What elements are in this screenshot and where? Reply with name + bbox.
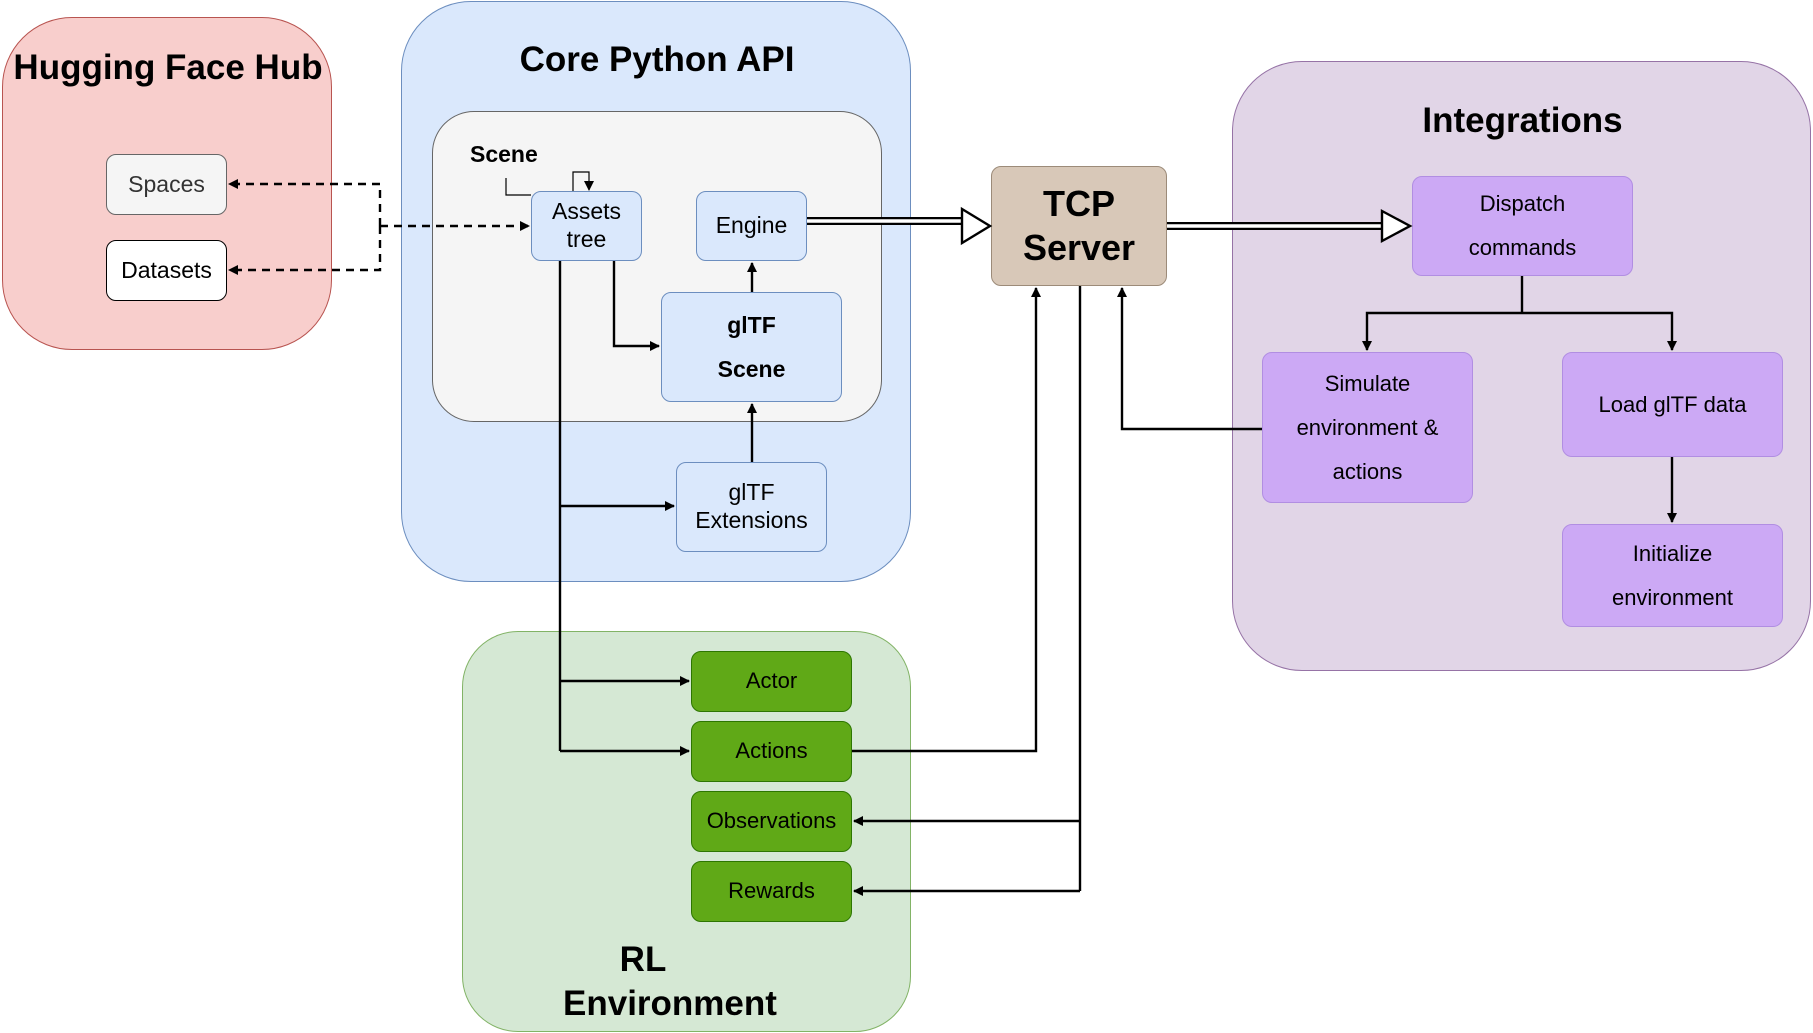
simulate-node: Simulate environment & actions — [1262, 352, 1473, 503]
connector-hub-datasets — [228, 226, 382, 275]
gltf-extensions-node: glTF Extensions — [676, 462, 827, 552]
tcp-server-node: TCP Server — [991, 166, 1167, 286]
assets-tree-node: Assets tree — [531, 191, 642, 261]
actions-node: Actions — [691, 721, 852, 782]
connector-dispatch-load — [1522, 311, 1677, 351]
core-python-api-title: Core Python API — [519, 40, 795, 79]
connector-scene-label — [505, 178, 531, 196]
observations-node: Observations — [691, 791, 852, 852]
spaces-node: Spaces — [106, 154, 227, 215]
hugging-face-hub-title: Hugging Face Hub — [13, 48, 323, 87]
connector-assets-selfloop — [572, 171, 594, 191]
gltf-scene-node: glTF Scene — [661, 292, 842, 402]
integrations-title: Integrations — [1422, 101, 1623, 140]
actor-node: Actor — [691, 651, 852, 712]
initialize-environment-node: Initialize environment — [1562, 524, 1783, 627]
engine-node: Engine — [696, 191, 807, 261]
load-gltf-node: Load glTF data — [1562, 352, 1783, 457]
connector-actions-tcp — [852, 287, 1041, 753]
connector-simulate-tcp — [1117, 287, 1262, 431]
scene-title: Scene — [470, 141, 538, 167]
datasets-node: Datasets — [106, 240, 227, 301]
connector-dispatch-simulate — [1362, 311, 1522, 351]
rewards-node: Rewards — [691, 861, 852, 922]
connector-assets-gltf-scene — [612, 261, 660, 351]
dispatch-commands-node: Dispatch commands — [1412, 176, 1633, 276]
connector-hub-spaces — [228, 179, 382, 226]
